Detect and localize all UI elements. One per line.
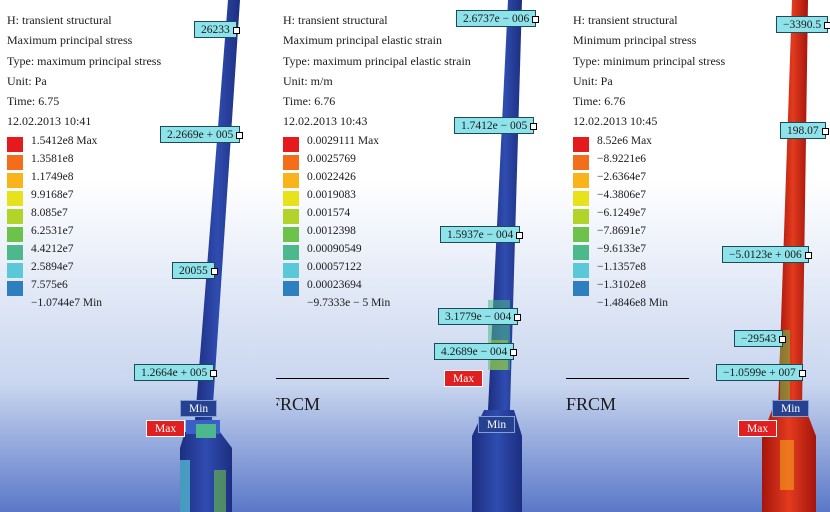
- info-type: Type: minimum principal stress: [573, 53, 726, 68]
- frcm-boundary-line: [276, 378, 389, 379]
- legend-entry: 0.0025769: [283, 153, 543, 170]
- viewport-background: [276, 0, 568, 512]
- legend-entry: 0.0029111 Max: [283, 135, 543, 152]
- info-time: Time: 6.76: [573, 94, 626, 109]
- legend-entry: −1.0744e7 Min: [31, 297, 103, 309]
- legend-entry: −4.3806e7: [573, 189, 830, 206]
- frcm-label: FRCM: [276, 394, 321, 414]
- probe-label[interactable]: −1.0599e + 007: [716, 364, 806, 381]
- max-marker[interactable]: Max: [146, 420, 186, 437]
- info-date: 12.02.2013 10:41: [7, 114, 92, 129]
- probe-label[interactable]: 1.2664e + 005: [134, 364, 218, 381]
- info-result-name: Maximum principal elastic strain: [283, 33, 442, 48]
- legend-entry: 9.9168e7: [7, 189, 267, 206]
- legend-entry: 0.00057122: [283, 261, 543, 278]
- legend-entry: −9.6133e7: [573, 243, 830, 260]
- legend-entry: 8.085e7: [7, 207, 267, 224]
- legend-entry: 0.0022426: [283, 171, 543, 188]
- probe-label[interactable]: −3390.5: [776, 16, 830, 33]
- legend-entry: 0.00023694: [283, 279, 543, 296]
- probe-label[interactable]: 26233: [194, 21, 240, 38]
- legend-entry: 2.5894e7: [7, 261, 267, 278]
- legend-entry: −9.7333e − 5 Min: [307, 297, 391, 309]
- probe-label[interactable]: 1.7412e − 005: [454, 117, 538, 134]
- info-result-name: Maximum principal stress: [7, 33, 133, 48]
- legend-entry: −1.4846e8 Min: [597, 297, 669, 309]
- info-time: Time: 6.75: [7, 94, 60, 109]
- info-unit: Unit: Pa: [573, 73, 613, 88]
- info-analysis: H: transient structural: [283, 13, 388, 27]
- structural-member: [762, 0, 816, 512]
- probe-label[interactable]: 2.6737e − 006: [456, 10, 540, 27]
- panel-min-principal-stress: H: transient structural Minimum principa…: [566, 0, 830, 512]
- panel-max-principal-elastic-strain: H: transient structural Maximum principa…: [276, 0, 568, 512]
- info-type: Type: maximum principal elastic strain: [283, 53, 471, 68]
- legend-entry: −6.1249e7: [573, 207, 830, 224]
- max-marker[interactable]: Max: [738, 420, 778, 437]
- legend-entry: 0.001574: [283, 207, 543, 224]
- legend-entry: 0.00090549: [283, 243, 543, 260]
- result-info: H: transient structural Minimum principa…: [573, 10, 725, 132]
- info-unit: Unit: Pa: [7, 73, 47, 88]
- legend-entry: 6.2531e7: [7, 225, 267, 242]
- legend-entry: 1.3581e8: [7, 153, 267, 170]
- min-marker[interactable]: Min: [772, 400, 810, 417]
- probe-label[interactable]: 20055: [172, 262, 218, 279]
- panel-max-principal-stress: H: transient structural Maximum principa…: [0, 0, 278, 512]
- result-info: H: transient structural Maximum principa…: [7, 10, 161, 132]
- max-marker[interactable]: Max: [444, 370, 484, 387]
- legend-entry: 7.575e6: [7, 279, 267, 296]
- info-result-name: Minimum principal stress: [573, 33, 697, 48]
- legend-entry: 0.0012398: [283, 225, 543, 242]
- info-type: Type: maximum principal stress: [7, 53, 162, 68]
- probe-label[interactable]: 4.2689e − 004: [434, 343, 518, 360]
- frcm-label: FRCM: [566, 394, 617, 414]
- info-analysis: H: transient structural: [573, 13, 678, 27]
- legend-entry: −8.9221e6: [573, 153, 830, 170]
- legend-entry: −2.6364e7: [573, 171, 830, 188]
- legend-entry: −1.1357e8: [573, 261, 830, 278]
- probe-label[interactable]: 3.1779e − 004: [438, 308, 522, 325]
- min-marker[interactable]: Min: [180, 400, 218, 417]
- legend-entry: 1.5412e8 Max: [7, 135, 267, 152]
- info-unit: Unit: m/m: [283, 73, 333, 88]
- legend-entry: 8.52e6 Max: [573, 135, 830, 152]
- result-info: H: transient structural Maximum principa…: [283, 10, 471, 132]
- legend-entry: 0.0019083: [283, 189, 543, 206]
- legend-entry: 4.4212e7: [7, 243, 267, 260]
- probe-label[interactable]: 198.07: [780, 122, 829, 139]
- info-time: Time: 6.76: [283, 94, 336, 109]
- frcm-boundary-line: [566, 378, 689, 379]
- probe-label[interactable]: 1.5937e − 004: [440, 226, 524, 243]
- probe-label[interactable]: −5.0123e + 006: [722, 246, 812, 263]
- info-date: 12.02.2013 10:45: [573, 114, 658, 129]
- viewport-background: [0, 0, 278, 512]
- probe-label[interactable]: −29543: [734, 330, 787, 347]
- legend-entry: 1.1749e8: [7, 171, 267, 188]
- legend-entry: −7.8691e7: [573, 225, 830, 242]
- info-date: 12.02.2013 10:43: [283, 114, 368, 129]
- legend-entry: −1.3102e8: [573, 279, 830, 296]
- info-analysis: H: transient structural: [7, 13, 112, 27]
- probe-label[interactable]: 2.2669e + 005: [160, 126, 244, 143]
- structural-member: [180, 0, 240, 512]
- min-marker[interactable]: Min: [478, 416, 516, 433]
